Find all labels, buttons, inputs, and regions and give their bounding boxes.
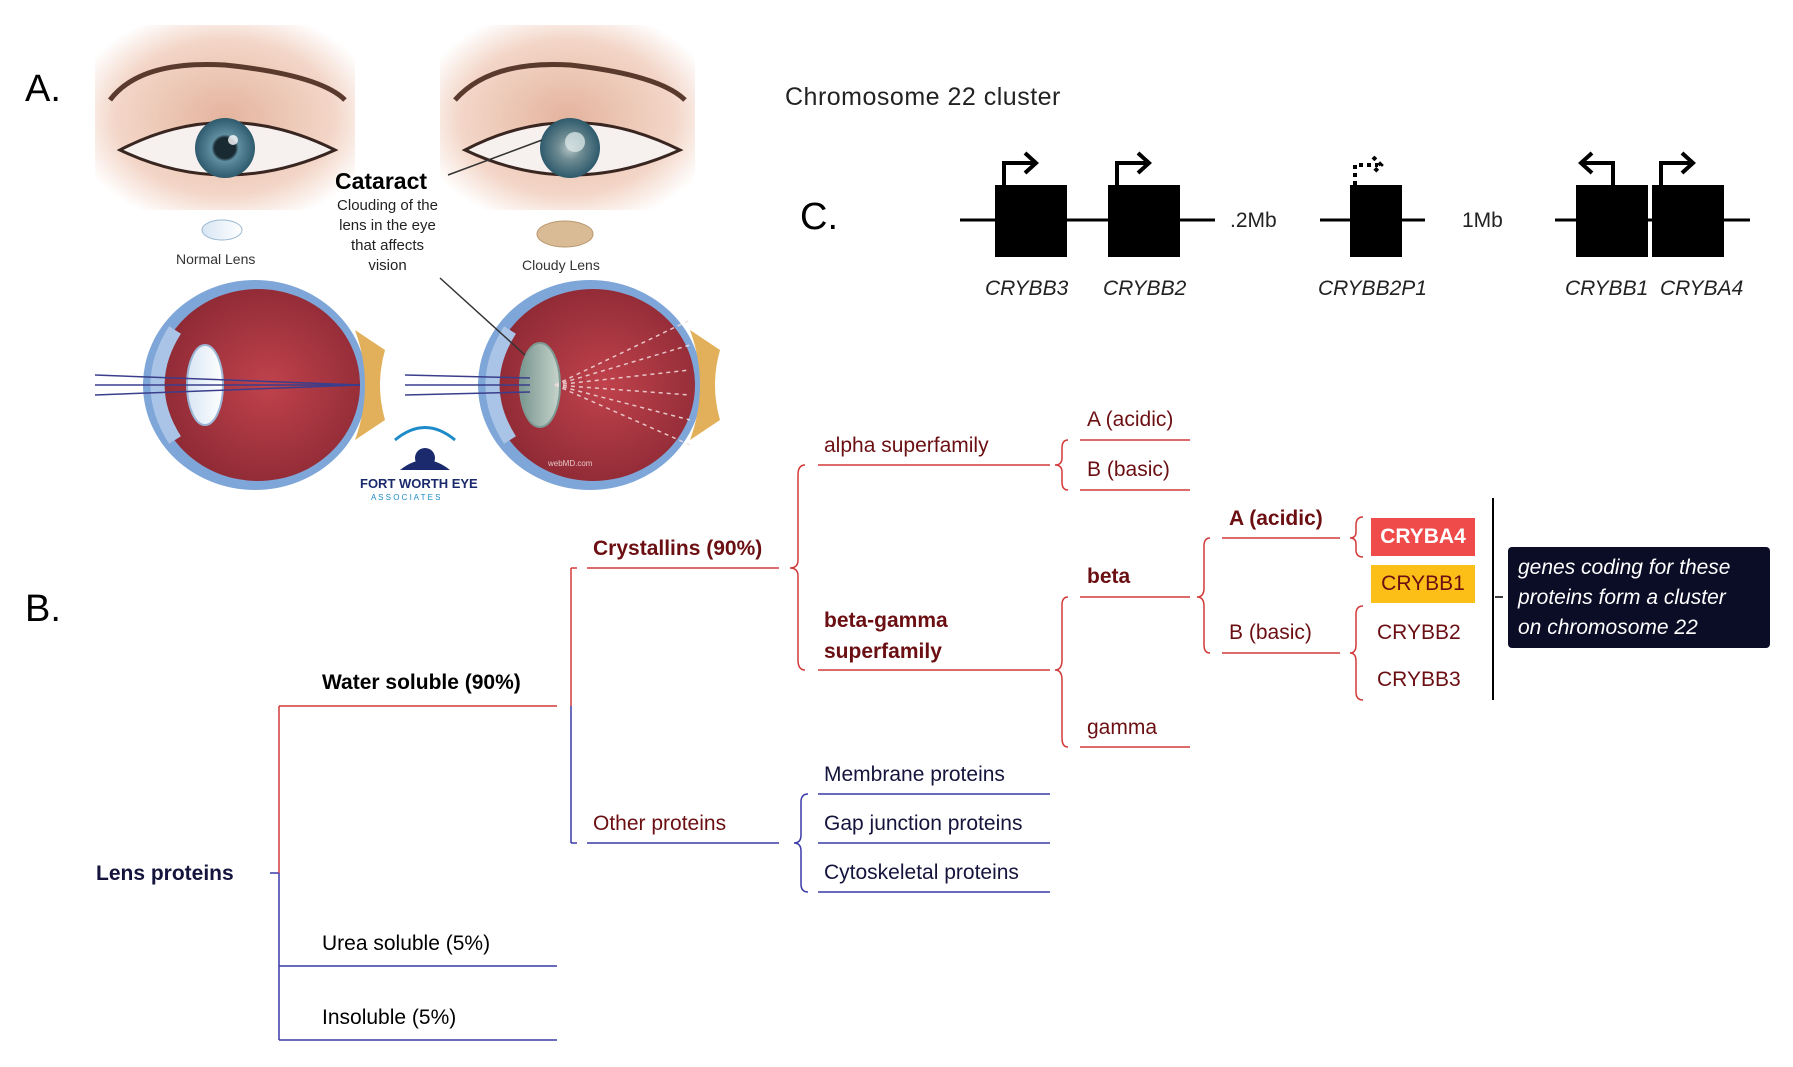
gene-label-crybb2: CRYBB2 <box>1103 277 1187 300</box>
gene-crybb3: CRYBB3 <box>1377 668 1461 691</box>
gene-label-crybb2p1: CRYBB2P1 <box>1318 277 1427 300</box>
gene-crybb2: CRYBB2 <box>1377 621 1461 644</box>
normal-eye-cross-section <box>94 280 385 490</box>
normal-lens-icon <box>201 219 243 241</box>
gene-label-crybb1: CRYBB1 <box>1565 277 1649 300</box>
tree-beta-gamma-line2: superfamily <box>824 640 942 663</box>
fort-worth-eye-logo <box>394 426 456 470</box>
cloudy-lens-icon <box>536 220 594 248</box>
cataract-desc-4: vision <box>368 257 407 274</box>
gene-label-cryba4: CRYBA4 <box>1660 277 1744 300</box>
cluster-note-line3: on chromosome 22 <box>1518 616 1698 639</box>
cataract-desc-2: lens in the eye <box>339 217 436 234</box>
cloudy-lens-label: Cloudy Lens <box>522 257 600 273</box>
tree-beta-a-acidic: A (acidic) <box>1229 507 1323 530</box>
webmd-watermark: webMD.com <box>548 459 593 468</box>
cataract-pointer-upper <box>447 139 543 176</box>
panel-label-b: B. <box>25 588 61 630</box>
cataract-eye-photo <box>440 25 695 210</box>
tree-insoluble: Insoluble (5%) <box>322 1006 457 1029</box>
gene-cryba4-highlight: CRYBA4 <box>1371 518 1475 556</box>
cataract-desc-1: Clouding of the <box>337 197 438 214</box>
normal-lens-label: Normal Lens <box>176 251 256 267</box>
tree-membrane-proteins: Membrane proteins <box>824 763 1005 786</box>
gene-crybb1-highlight: CRYBB1 <box>1371 565 1475 603</box>
tree-urea-soluble: Urea soluble (5%) <box>322 932 491 955</box>
tree-cytoskeletal-proteins: Cytoskeletal proteins <box>824 861 1019 884</box>
tree-gamma: gamma <box>1087 716 1158 739</box>
cataract-pointer-lower <box>439 277 526 356</box>
chromosome-title: Chromosome 22 cluster <box>785 83 1061 111</box>
distance-label-1mb: 1Mb <box>1462 209 1503 232</box>
tree-beta-b-basic: B (basic) <box>1229 621 1312 644</box>
tree-gap-junction-proteins: Gap junction proteins <box>824 812 1023 835</box>
gene-label-crybb3: CRYBB3 <box>985 277 1069 300</box>
logo-text-1: FORT WORTH EYE <box>360 476 478 491</box>
tree-other-proteins: Other proteins <box>593 812 727 835</box>
cluster-note-line2: proteins form a cluster <box>1518 586 1726 609</box>
cluster-note: genes coding for these proteins form a c… <box>1508 547 1770 648</box>
tree-alpha-a-acidic: A (acidic) <box>1087 408 1174 431</box>
cataract-title: Cataract <box>335 168 428 194</box>
logo-text-2: A S S O C I A T E S <box>371 493 441 502</box>
cataract-eye-cross-section <box>404 280 720 490</box>
eye-illustration <box>94 25 720 490</box>
cataract-desc-3: that affects <box>350 237 425 254</box>
cluster-note-line1: genes coding for these <box>1518 556 1731 579</box>
promoter-arrows <box>1002 151 1696 185</box>
tree-beta: beta <box>1087 565 1131 588</box>
normal-eye-photo <box>95 25 355 210</box>
tree-alpha-b-basic: B (basic) <box>1087 458 1170 481</box>
pseudogene-arrow <box>1353 155 1384 185</box>
panel-label-c: C. <box>800 196 838 238</box>
gene-boxes <box>995 185 1724 257</box>
tree-crystallins: Crystallins (90%) <box>593 537 763 560</box>
tree-water-soluble: Water soluble (90%) <box>322 671 521 694</box>
tree-beta-gamma-line1: beta-gamma <box>824 609 948 632</box>
distance-label-02mb: .2Mb <box>1230 209 1277 232</box>
tree-alpha-superfamily: alpha superfamily <box>824 434 989 457</box>
tree-root-lens-proteins: Lens proteins <box>96 862 234 885</box>
panel-label-a: A. <box>25 68 61 110</box>
